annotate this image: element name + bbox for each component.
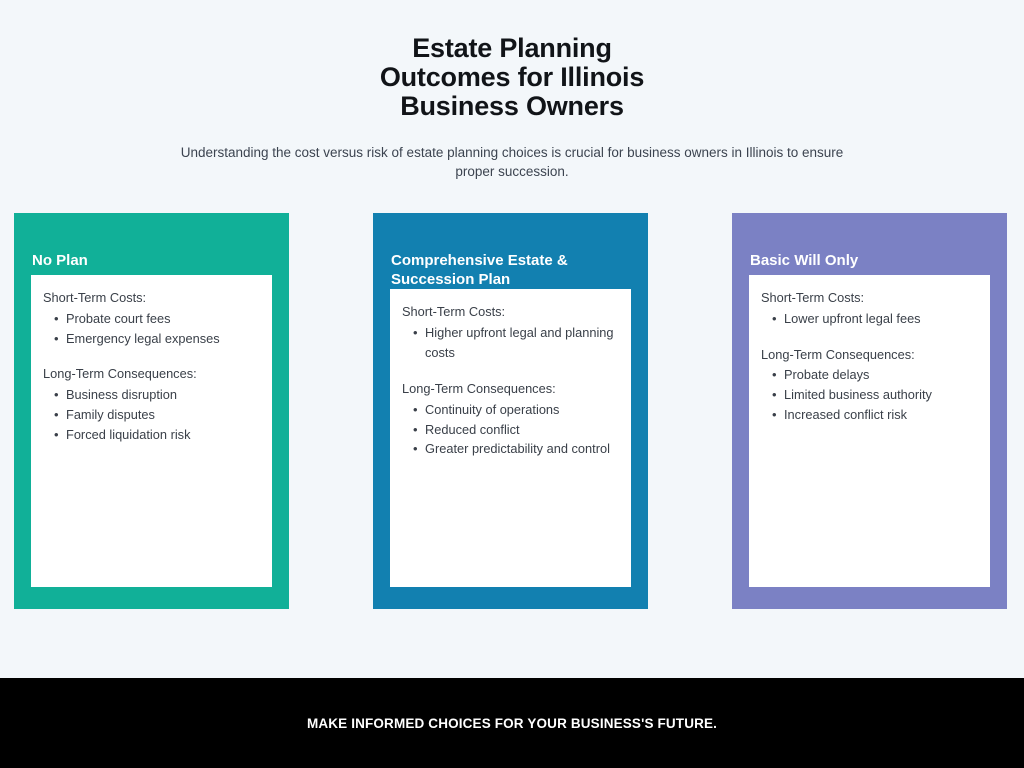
card-title-no-plan: No Plan — [32, 252, 88, 269]
card-basic-will-only: Basic Will Only Short-Term Costs: Lower … — [732, 213, 1007, 609]
list-item: Continuity of operations — [413, 400, 617, 420]
bullet-list-short-term: Probate court fees Emergency legal expen… — [43, 309, 258, 349]
list-item: Lower upfront legal fees — [772, 309, 976, 329]
section-heading-long-term: Long-Term Consequences: — [43, 366, 197, 382]
bullet-list-long-term: Probate delays Limited business authorit… — [761, 365, 976, 425]
list-item: Probate delays — [772, 365, 976, 385]
section-heading-long-term: Long-Term Consequences: — [402, 380, 556, 396]
list-item: Emergency legal expenses — [54, 329, 258, 349]
section-heading-long-term: Long-Term Consequences: — [761, 346, 915, 362]
card-comprehensive-plan: Comprehensive Estate & Succession Plan S… — [373, 213, 648, 609]
bullet-list-short-term: Lower upfront legal fees — [761, 309, 976, 329]
bullet-list-long-term: Business disruption Family disputes Forc… — [43, 385, 258, 445]
bullet-list-long-term: Continuity of operations Reduced conflic… — [402, 400, 617, 460]
list-item: Higher upfront legal and planning costs — [413, 323, 617, 363]
card-no-plan: No Plan Short-Term Costs: Probate court … — [14, 213, 289, 609]
page-subtitle: Understanding the cost versus risk of es… — [180, 144, 844, 180]
list-item: Limited business authority — [772, 385, 976, 405]
list-item: Business disruption — [54, 385, 258, 405]
list-item: Reduced conflict — [413, 420, 617, 440]
card-body-no-plan: Short-Term Costs: Probate court fees Eme… — [31, 275, 272, 587]
list-item: Greater predictability and control — [413, 439, 617, 459]
page-title-line-3: Business Owners — [400, 90, 624, 121]
list-item: Family disputes — [54, 405, 258, 425]
list-item: Increased conflict risk — [772, 405, 976, 425]
card-body-basic-will-only: Short-Term Costs: Lower upfront legal fe… — [749, 275, 990, 587]
page-title: Estate Planning Outcomes for Illinois Bu… — [252, 34, 772, 121]
card-body-comprehensive-plan: Short-Term Costs: Higher upfront legal a… — [390, 289, 631, 587]
section-heading-short-term: Short-Term Costs: — [43, 290, 147, 305]
footer-tagline: MAKE INFORMED CHOICES FOR YOUR BUSINESS'… — [306, 715, 718, 731]
section-heading-short-term: Short-Term Costs: — [761, 290, 865, 305]
list-item: Forced liquidation risk — [54, 425, 258, 445]
card-title-basic-will-only: Basic Will Only — [750, 252, 859, 269]
page-title-line-2: Outcomes for Illinois — [379, 61, 645, 92]
footer-banner: MAKE INFORMED CHOICES FOR YOUR BUSINESS'… — [0, 678, 1024, 768]
section-heading-short-term: Short-Term Costs: — [402, 304, 506, 320]
infographic-header: Estate Planning Outcomes for Illinois Bu… — [0, 0, 1024, 182]
list-item: Probate court fees — [54, 309, 258, 329]
card-title-comprehensive-plan: Comprehensive Estate & Succession Plan — [391, 252, 568, 289]
bullet-list-short-term: Higher upfront legal and planning costs — [402, 323, 617, 363]
page-title-line-1: Estate Planning — [412, 33, 612, 63]
comparison-cards-row: No Plan Short-Term Costs: Probate court … — [14, 213, 1007, 609]
